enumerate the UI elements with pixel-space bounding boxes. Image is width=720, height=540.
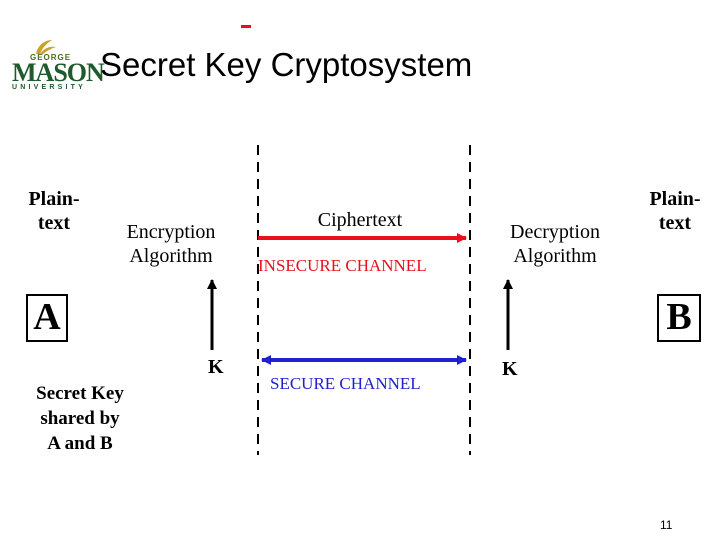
key-label-right: K [502, 358, 518, 380]
plaintext-right-label: Plain- text [649, 188, 701, 234]
slide-title: Secret Key Cryptosystem [100, 46, 473, 83]
title-accent-mark [241, 25, 251, 28]
decryption-algorithm-label: Decryption Algorithm [510, 221, 600, 267]
insecure-channel-label: INSECURE CHANNEL [258, 256, 427, 275]
party-a-box: A [26, 294, 68, 342]
logo-george-text: GEORGE [30, 53, 72, 62]
key-label-left: K [208, 356, 224, 378]
plaintext-left-label: Plain- text [28, 188, 80, 234]
ciphertext-label: Ciphertext [317, 209, 403, 231]
leaf-icon [36, 40, 52, 54]
page-number: 11 [660, 518, 673, 532]
secret-key-note: Secret Key shared by A and B [36, 383, 124, 454]
logo-mason-text: MASON [12, 58, 105, 87]
leaf-icon [40, 46, 56, 55]
encryption-algorithm-label: Encryption Algorithm [126, 221, 216, 267]
george-mason-logo [36, 40, 56, 55]
secure-channel-label: SECURE CHANNEL [270, 374, 421, 393]
party-b-box: B [657, 294, 701, 342]
logo-university-text: UNIVERSITY [12, 84, 87, 91]
